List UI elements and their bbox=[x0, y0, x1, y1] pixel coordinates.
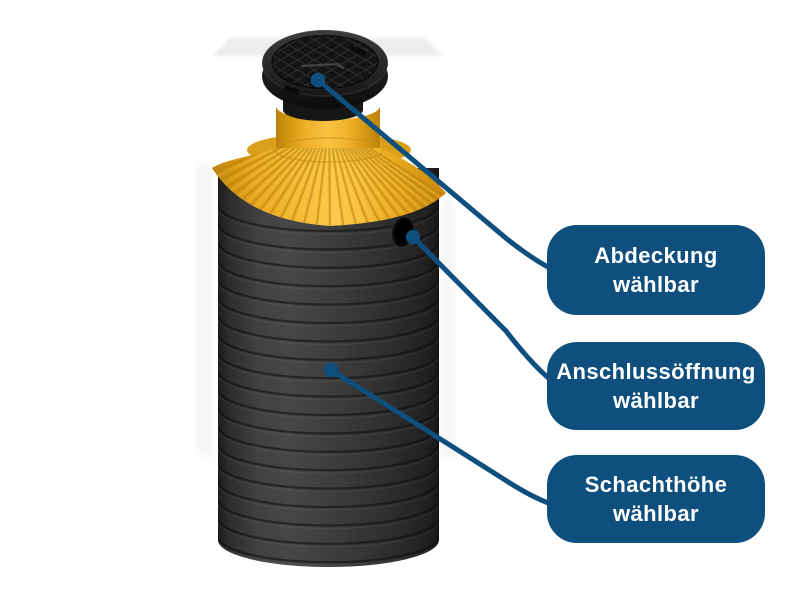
callout-cover-line2: wählbar bbox=[613, 272, 699, 297]
cover-notch bbox=[284, 85, 300, 95]
cover-notch bbox=[350, 46, 366, 56]
cover-handle bbox=[301, 63, 344, 69]
callout-cover: Abdeckung wählbar bbox=[547, 225, 765, 315]
callout-connection-line2: wählbar bbox=[613, 388, 699, 413]
callout-height-line2: wählbar bbox=[613, 501, 699, 526]
riser-neck bbox=[276, 106, 380, 152]
right-reflection-smudge bbox=[441, 200, 455, 460]
callout-connection-line1: Anschlussöffnung bbox=[556, 358, 756, 384]
leader-dot-cover bbox=[310, 72, 326, 88]
callout-connection-opening: Anschlussöffnung wählbar bbox=[547, 342, 765, 430]
callout-cover-line1: Abdeckung bbox=[594, 242, 718, 268]
yellow-cone bbox=[212, 106, 446, 226]
leader-dot-connection bbox=[405, 229, 421, 245]
callout-shaft-height: Schachthöhe wählbar bbox=[547, 455, 765, 543]
leader-dot-height bbox=[323, 362, 339, 378]
manhole-cover bbox=[261, 29, 389, 121]
cone-flutes bbox=[214, 148, 445, 226]
left-reflection-smudge bbox=[197, 165, 212, 455]
neck-base-crease bbox=[274, 137, 384, 163]
callout-height-line1: Schachthöhe bbox=[584, 471, 728, 497]
leader-dots bbox=[310, 72, 421, 378]
